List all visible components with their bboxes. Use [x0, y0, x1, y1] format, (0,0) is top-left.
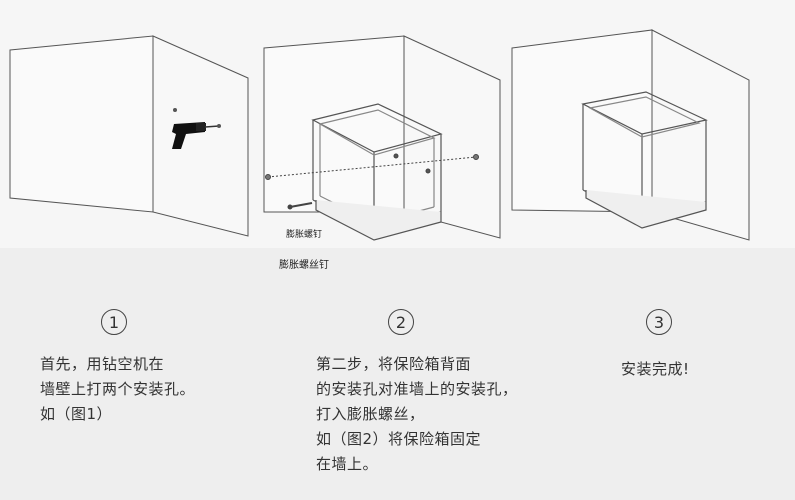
step-2-line: 打入膨胀螺丝， [316, 405, 425, 423]
step-1-line: 如（图1） [40, 405, 113, 423]
step-2-line: 第二步，将保险箱背面 [316, 355, 472, 373]
step-1-line: 墙壁上打两个安装孔。 [40, 380, 196, 398]
panel-2-wall [263, 35, 501, 239]
anchor-screw-label: 膨胀螺丝钉 [279, 260, 329, 271]
anchor-screw-small-label: 膨胀螺钉 [286, 230, 323, 240]
panel-3-wall [511, 29, 750, 241]
step-3-line: 安装完成! [621, 360, 690, 378]
safe-box-step2 [311, 103, 443, 241]
step-1-line: 首先，用钻空机在 [40, 355, 165, 373]
step-3-caption: 安装完成! [621, 357, 690, 382]
step-2-caption: 第二步，将保险箱背面 的安装孔对准墙上的安装孔， 打入膨胀螺丝， 如（图2）将保… [316, 352, 518, 477]
step-2-line: 的安装孔对准墙上的安装孔， [316, 380, 518, 398]
panel-1-wall [9, 35, 249, 237]
expansion-screw-lines [265, 153, 479, 210]
drill-icon [172, 108, 221, 149]
step-2-line: 在墙上。 [316, 455, 379, 473]
step-2-line: 如（图2）将保险箱固定 [316, 430, 482, 448]
step-1-number: 1 [101, 309, 127, 335]
step-1-caption: 首先，用钻空机在 墙壁上打两个安装孔。 如（图1） [40, 352, 195, 427]
step-2-number: 2 [388, 309, 414, 335]
safe-box-step3 [581, 91, 708, 229]
step-3-number: 3 [646, 309, 672, 335]
